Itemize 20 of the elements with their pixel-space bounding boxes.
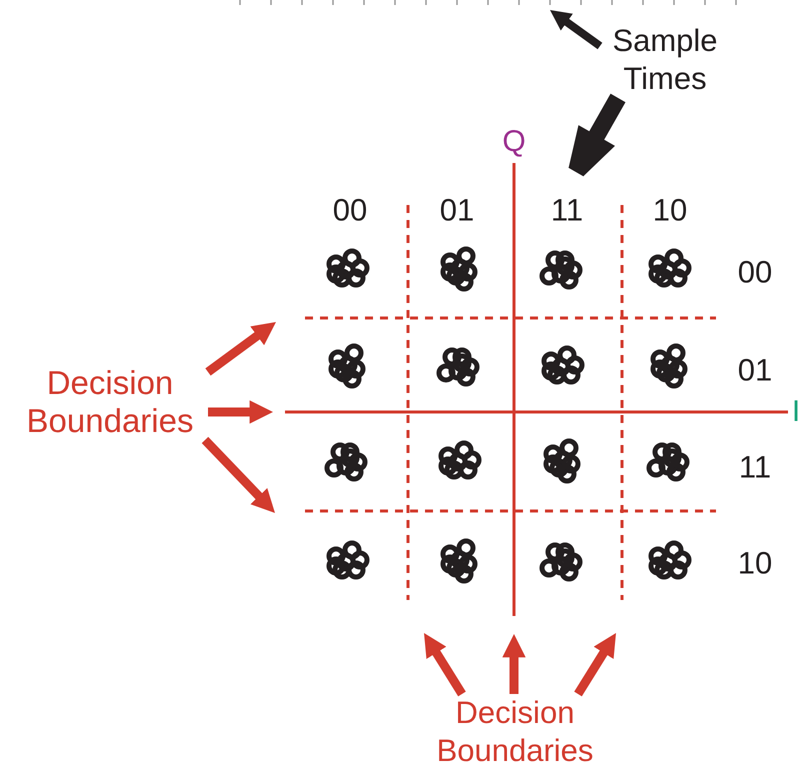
column-bit-label: 01 (440, 194, 474, 226)
arrow (550, 10, 602, 50)
arrow (202, 436, 275, 513)
arrow (574, 633, 616, 696)
callout-text: Decision Boundaries (26, 364, 194, 440)
axis-label: I (792, 397, 800, 427)
column-bit-label: 11 (550, 194, 584, 226)
row-bit-label: 00 (738, 256, 772, 288)
arrow (205, 322, 276, 376)
row-bit-label: 11 (738, 452, 772, 482)
arrow (502, 634, 526, 694)
arrow (208, 400, 273, 424)
callout-text: Decision Boundaries (436, 694, 594, 770)
row-bit-label: 10 (738, 548, 772, 578)
axis-label: Q (502, 127, 526, 157)
arrow (424, 633, 466, 696)
callout-text: Sample Times (611, 22, 719, 98)
column-bit-label: 00 (332, 194, 368, 226)
column-bit-label: 10 (652, 194, 688, 226)
row-bit-label: 01 (738, 354, 772, 386)
